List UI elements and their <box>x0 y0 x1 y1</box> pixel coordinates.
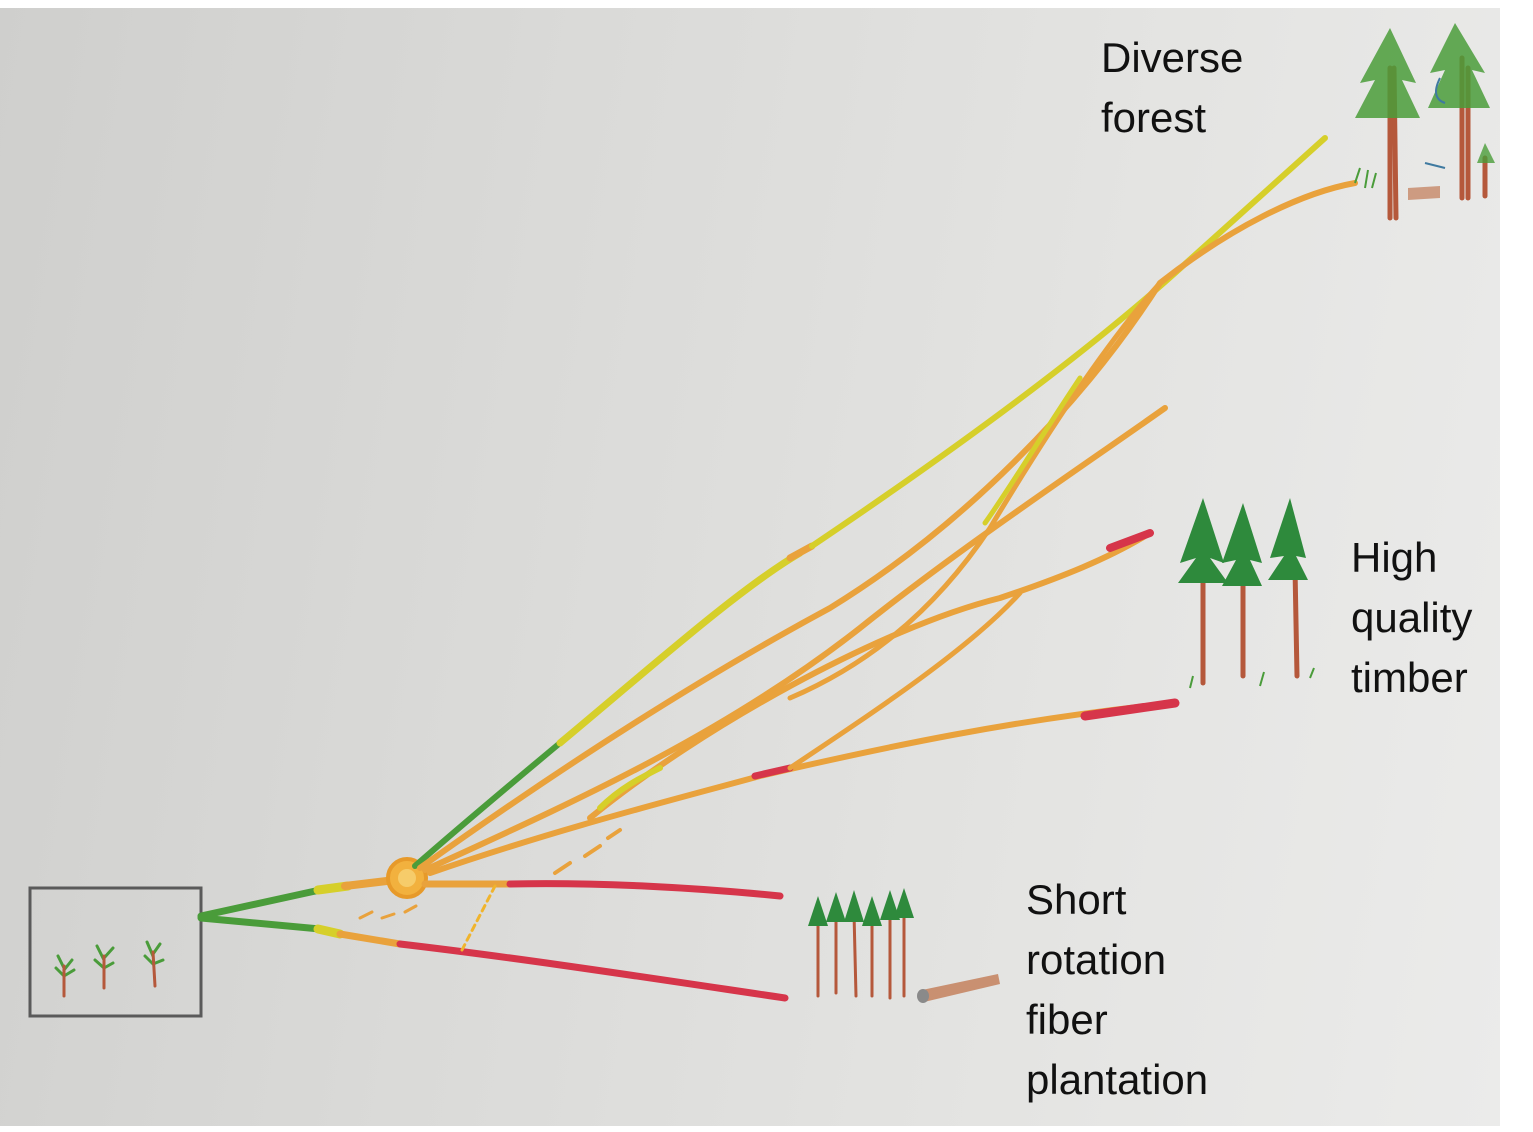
label-diverse-forest: Diverse forest <box>1101 34 1244 141</box>
timber-path <box>422 405 1180 876</box>
start-stems <box>197 876 399 939</box>
pathway-diagram <box>28 23 1495 1018</box>
timber-trees-icon <box>1178 498 1315 689</box>
plantation-path <box>336 828 789 1002</box>
label-short-rotation-fiber-plantation: Short rotation fiber plantation <box>1026 876 1209 1103</box>
diverse-forest-path <box>412 135 1358 871</box>
plantation-trees-icon <box>808 888 914 1000</box>
cut-log-icon <box>917 974 1000 1003</box>
seedling-box-icon <box>28 886 203 1018</box>
diverse-forest-icon <box>1354 23 1495 221</box>
paper-sheet: Diverse forest High quality timber Short… <box>0 8 1500 1126</box>
label-high-quality-timber: High quality timber <box>1351 534 1473 701</box>
